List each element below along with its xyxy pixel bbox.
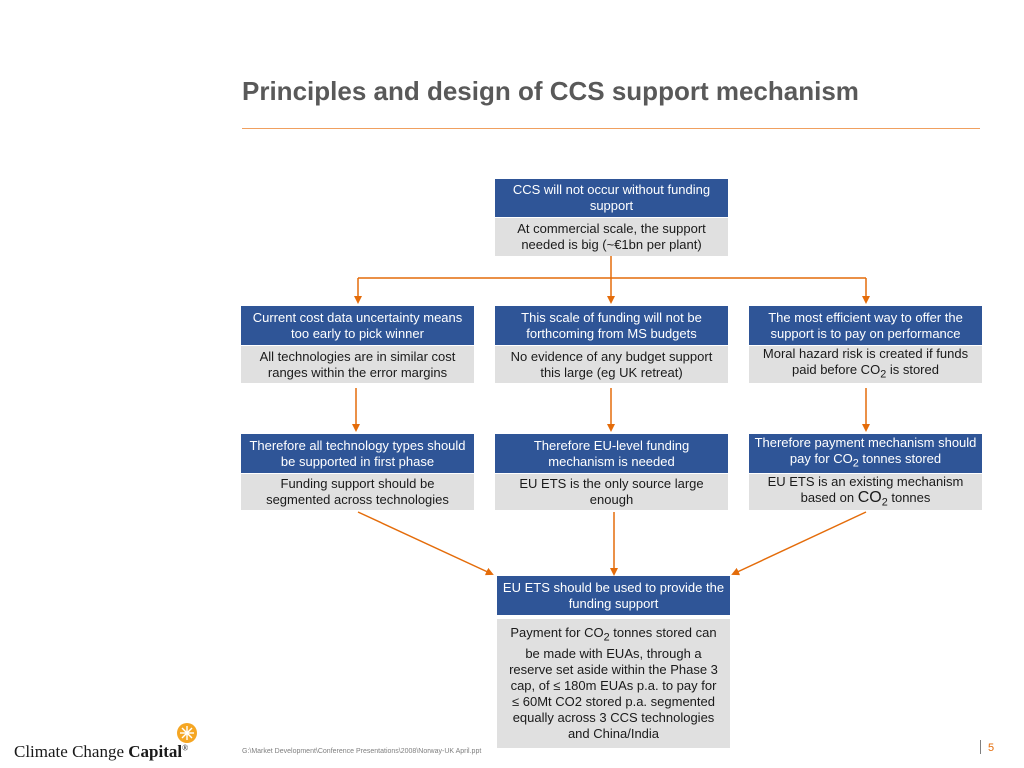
level2-left-header: Current cost data uncertainty means too … <box>241 306 474 345</box>
top-box-body: At commercial scale, the support needed … <box>495 217 728 256</box>
bottom-box: EU ETS should be used to provide the fun… <box>497 576 730 748</box>
logo-sun-icon <box>177 723 197 743</box>
level2-right-header: The most efficient way to offer the supp… <box>749 306 982 345</box>
level2-center-body: No evidence of any budget support this l… <box>495 345 728 383</box>
level2-right-box: The most efficient way to offer the supp… <box>749 306 982 383</box>
bottom-box-body: Payment for CO2 tonnes stored can be mad… <box>497 615 730 748</box>
bottom-box-header: EU ETS should be used to provide the fun… <box>497 576 730 615</box>
level3-center-header: Therefore EU-level funding mechanism is … <box>495 434 728 473</box>
level2-left-body: All technologies are in similar cost ran… <box>241 345 474 383</box>
level2-right-body-pre: Moral hazard risk is created if funds pa… <box>762 346 969 378</box>
file-path: G:\Market Development\Conference Present… <box>242 748 482 755</box>
logo-text-bold: Capital <box>128 742 183 761</box>
bottom-body-pre: Payment for CO <box>510 625 604 641</box>
co2-subscript: 2 <box>603 631 610 644</box>
level3-right-body: EU ETS is an existing mechanism based on… <box>749 473 982 510</box>
top-box: CCS will not occur without funding suppo… <box>495 179 728 256</box>
co2-subscript: 2 <box>880 368 887 381</box>
level3-right-box: Therefore payment mechanism should pay f… <box>749 434 982 510</box>
level3-left-header: Therefore all technology types should be… <box>241 434 474 473</box>
level3-right-header: Therefore payment mechanism should pay f… <box>749 434 982 473</box>
level3-left-box: Therefore all technology types should be… <box>241 434 474 510</box>
level2-center-header: This scale of funding will not be forthc… <box>495 306 728 345</box>
bottom-body-post: tonnes stored can be made with EUAs, thr… <box>509 625 718 741</box>
logo-registered-mark: ® <box>182 743 189 753</box>
level3-right-body-post: tonnes <box>887 489 931 505</box>
page-number: 5 <box>988 742 995 754</box>
arrow-level3-left-to-bottom <box>357 511 494 576</box>
level3-center-body: EU ETS is the only source large enough <box>495 473 728 510</box>
level3-right-header-post: tonnes stored <box>858 451 942 467</box>
level3-right-body-pre: EU ETS is an existing mechanism based on <box>767 473 964 505</box>
top-box-header: CCS will not occur without funding suppo… <box>495 179 728 217</box>
company-logo: Climate Change Capital® <box>14 742 188 762</box>
title-underline <box>242 128 980 129</box>
level3-center-box: Therefore EU-level funding mechanism is … <box>495 434 728 510</box>
level3-left-body: Funding support should be segmented acro… <box>241 473 474 510</box>
arrow-level3-right-to-bottom <box>731 511 867 576</box>
level2-right-body-post: is stored <box>886 362 939 378</box>
co2-subscript: 2 <box>881 496 888 509</box>
co2-subscript: 2 <box>852 457 859 470</box>
page-number-divider <box>980 740 981 754</box>
level2-center-box: This scale of funding will not be forthc… <box>495 306 728 383</box>
level2-left-box: Current cost data uncertainty means too … <box>241 306 474 383</box>
level2-right-body: Moral hazard risk is created if funds pa… <box>749 345 982 383</box>
level3-right-header-pre: Therefore payment mechanism should pay f… <box>754 435 977 467</box>
page-title: Principles and design of CCS support mec… <box>242 76 859 106</box>
logo-text-regular: Climate Change <box>14 742 129 761</box>
co2-large-text: CO <box>857 488 882 506</box>
